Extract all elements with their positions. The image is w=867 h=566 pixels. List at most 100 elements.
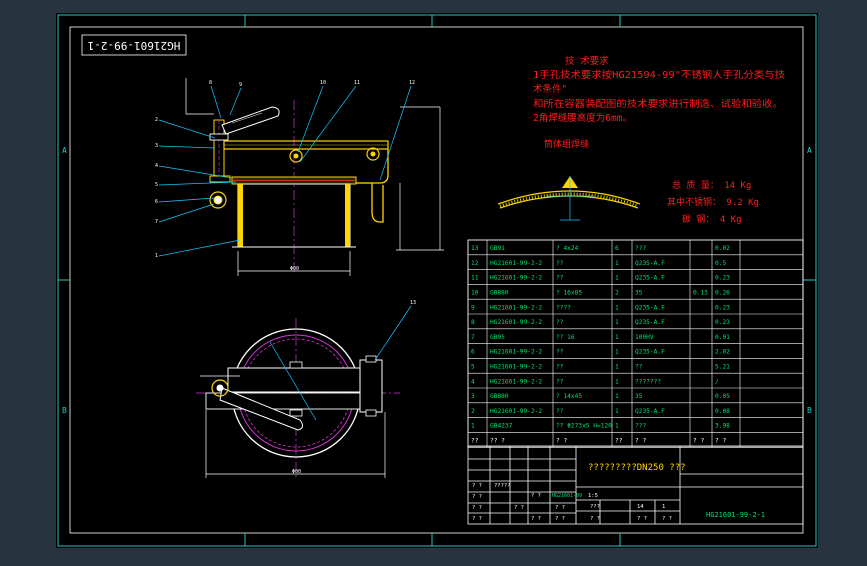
- handle-lever: [221, 106, 280, 135]
- leader-lines-plan: [269, 305, 412, 421]
- balloon-10: 10: [320, 80, 326, 86]
- bom-row-10-total: 0.26: [715, 289, 730, 296]
- bom-row-13-total: 0.02: [715, 245, 730, 252]
- bom-row-11-code: HG21601-99-2-2: [490, 275, 542, 282]
- bom-row-2-mat: Q235-A.F: [635, 408, 665, 415]
- bom-row-12-total: 0.5: [715, 260, 726, 267]
- dim-top-width: Φ00: [290, 266, 299, 272]
- bom-row-9-code: HG21601-99-2-2: [490, 304, 542, 311]
- bom-row-8-mat: Q235-A.F: [635, 319, 665, 326]
- bom-row-12-code: HG21601-99-2-2: [490, 260, 542, 267]
- bom-row-13-no: 13: [471, 245, 479, 252]
- bom-row-1-total: 3.98: [715, 423, 730, 430]
- balloon-2: 2: [155, 117, 158, 123]
- bom-row-5-no: 5: [471, 363, 475, 370]
- bom-row-2-total: 0.08: [715, 408, 730, 415]
- bom-row-11-no: 11: [471, 275, 479, 282]
- drawing-canvas: [56, 13, 818, 548]
- weld-note: 筒体组焊缝: [544, 138, 589, 150]
- zone-letter-right-a: A: [807, 146, 812, 155]
- bom-row-5-name: ??: [556, 363, 564, 370]
- sign-cell-14: ? ?: [514, 505, 524, 511]
- title-sheet-count: 14: [637, 504, 644, 510]
- bom-row-6-name: ??: [556, 349, 564, 356]
- title-sheet-no: 1: [662, 504, 665, 510]
- bom-row-12-name: ??: [556, 260, 564, 267]
- bom-row-13-mat: ???: [635, 245, 646, 252]
- leader-lines-elevation: [158, 85, 412, 257]
- bom-row-5-qty: 1: [615, 363, 619, 370]
- bom-header-qty: ??: [615, 437, 623, 444]
- zone-letter-right-b: B: [807, 406, 812, 415]
- sign-cell-7: ? ?: [472, 516, 482, 522]
- balloon-12: 12: [409, 80, 415, 86]
- drawing-number-rotated: HG21601-99-2-1: [88, 39, 181, 52]
- zone-letter-left-a: A: [62, 146, 67, 155]
- sign-cell-5: ???: [590, 504, 600, 510]
- bom-row-2-no: 2: [471, 408, 475, 415]
- bom-row-1-name: ?? Φ273x5 H=120: [556, 423, 612, 430]
- bom-row-7-no: 7: [471, 334, 475, 341]
- bom-row-1-qty: 1: [615, 423, 619, 430]
- bom-row-12-qty: 1: [615, 260, 619, 267]
- plan-view: Φ00 13: [196, 300, 416, 480]
- bom-row-5-code: HG21601-99-2-2: [490, 363, 542, 370]
- sign-cell-1: ? ?: [472, 483, 482, 489]
- bom-header-unit: ? ?: [693, 437, 704, 444]
- bom-row-5-total: 5.21: [715, 363, 730, 370]
- bom-row-10-no: 10: [471, 289, 479, 296]
- balloon-3: 3: [155, 143, 158, 149]
- bom-row-9-mat: Q235-A.F: [635, 304, 665, 311]
- bom-row-1-no: 1: [471, 423, 475, 430]
- bom-row-2-name: ??: [556, 408, 564, 415]
- bom-row-7-name: ?? 16: [556, 334, 575, 341]
- bom-row-9-total: 0.23: [715, 304, 730, 311]
- zone-letter-left-b: B: [62, 406, 67, 415]
- weight-carbon: 碳 钢： 4 Kg: [682, 213, 742, 225]
- sign-cell-4: ? ?: [531, 493, 541, 499]
- title-scale: 1:5: [588, 493, 598, 499]
- bom-row-11-qty: 1: [615, 275, 619, 282]
- title-block-text: ?????????DN250 ??? HG21601-99-2-1 HG2160…: [472, 463, 765, 522]
- tech-req-line4: 2角焊缝腰高度为6mm。: [533, 112, 632, 124]
- weights-block: 总 质 量： 14 Kg 其中不锈钢： 9.2 Kg 碳 钢： 4 Kg: [667, 179, 759, 225]
- tech-req-line2: 术条件": [533, 83, 567, 95]
- tech-req-title: 技 术要求: [565, 55, 609, 67]
- weight-total: 总 质 量： 14 Kg: [672, 179, 751, 191]
- sign-cell-12: ? ?: [555, 505, 565, 511]
- bom-row-8-total: 0.23: [715, 319, 730, 326]
- bom-row-6-code: HG21601-99-2-2: [490, 349, 542, 356]
- bom-row-10-mat: 35: [635, 289, 643, 296]
- bom-row-10-unit: 0.13: [693, 289, 708, 296]
- handle-knob: [209, 191, 227, 209]
- hinge-block: [359, 359, 383, 413]
- bom-row-10-qty: 2: [615, 289, 619, 296]
- balloon-7: 7: [155, 219, 158, 225]
- swing-bracket: [371, 149, 389, 223]
- tech-req-line1: 1手孔技术要求按HG21594-99"不锈钢人手孔分类与技: [533, 69, 786, 81]
- bom-row-11-name: ??: [556, 275, 564, 282]
- plan-knob: [211, 379, 229, 397]
- bom-row-6-no: 6: [471, 349, 475, 356]
- bom-row-6-mat: Q235-A.F: [635, 349, 665, 356]
- bom-row-8-qty: 1: [615, 319, 619, 326]
- drawing-number-box: HG21601-99-2-1: [81, 34, 187, 56]
- sign-cell-13: ? ?: [555, 516, 565, 522]
- bom-row-4-code: HG21601-99-2-2: [490, 378, 542, 385]
- bom-row-4-total: /: [715, 378, 719, 385]
- zone-ticks: [58, 15, 816, 546]
- bom-row-1-code: GB4237: [490, 423, 513, 430]
- balloon-labels-elevation: 2 3 4 5 6 7 1 10 11 9 8 12: [155, 80, 415, 259]
- elevation-view: Φ00: [155, 78, 444, 276]
- bom-row-6-total: 2.02: [715, 349, 730, 356]
- bom-row-6-qty: 1: [615, 349, 619, 356]
- title-material-cell: HG21601-99: [552, 493, 582, 499]
- bom-row-3-code: GB880: [490, 393, 509, 400]
- bom-row-12-mat: Q235-A.F: [635, 260, 665, 267]
- tech-req-line3: 和所在容器装配图的技术要求进行制造、试验和验收。: [533, 98, 783, 110]
- bom-row-5-mat: ??: [635, 363, 643, 370]
- bom-row-8-code: HG21601-99-2-2: [490, 319, 542, 326]
- weight-stainless: 其中不锈钢： 9.2 Kg: [667, 196, 759, 208]
